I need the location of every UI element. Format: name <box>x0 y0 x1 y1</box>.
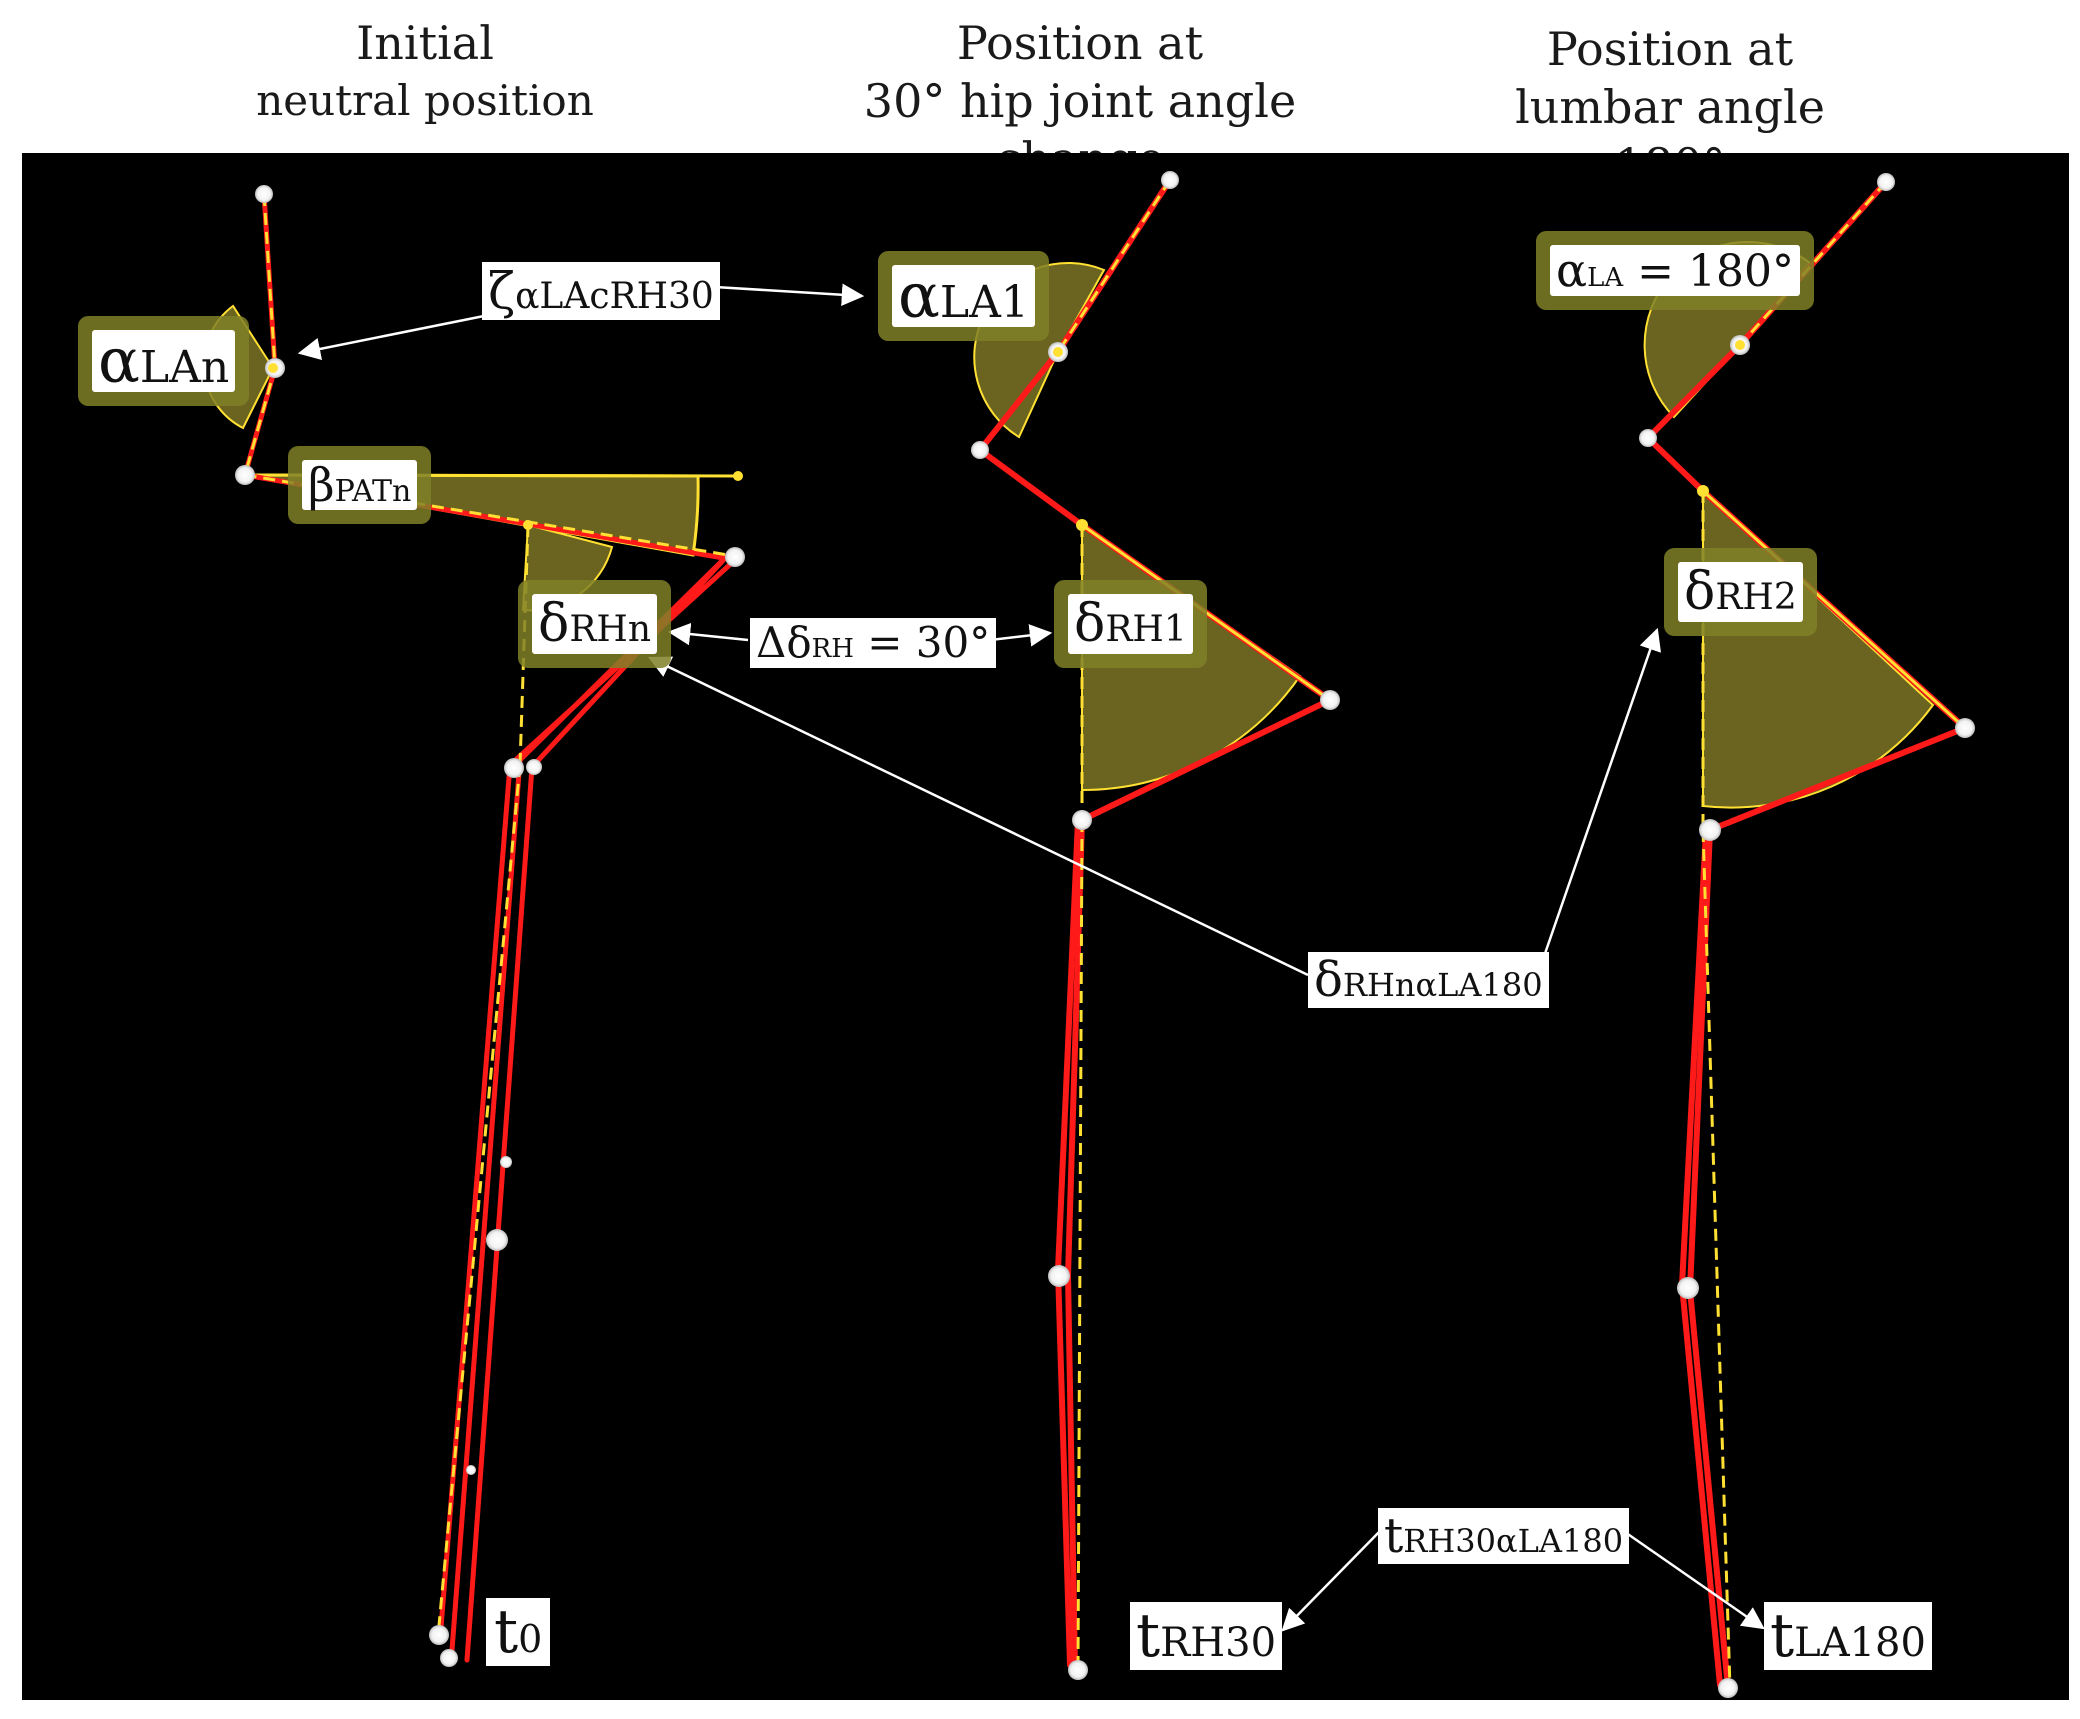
arrow-rhna-to-rh2 <box>1538 627 1662 969</box>
arrow-rhna-to-rhn <box>647 656 1309 977</box>
label-t0: t0 <box>486 1597 551 1667</box>
label-delta-change: ΔδRH = 30° <box>750 618 997 668</box>
delta-rh1-subscript: RH1 <box>1105 609 1187 650</box>
t0-symbol: t <box>494 1597 519 1667</box>
alpha-lan-symbol: α <box>98 324 140 397</box>
delta-rh1-symbol: δ <box>1074 594 1106 654</box>
label-delta-rhn: δRHn <box>532 594 657 654</box>
label-alpha-la1: αLA1 <box>892 265 1035 327</box>
arrow-t-to-tla180 <box>1621 1528 1765 1630</box>
title-initial-line2: neutral position <box>256 76 594 125</box>
label-beta-patn: βPATn <box>302 458 418 512</box>
tla180-subscript: LA180 <box>1794 1620 1926 1666</box>
joints-initial <box>235 185 745 1667</box>
figure-initial <box>202 185 745 1667</box>
alpha-la1-symbol: α <box>898 259 940 332</box>
delta-change-symbol: Δδ <box>756 618 812 667</box>
delta-rh2-subscript: RH2 <box>1715 577 1797 618</box>
label-delta-rh2: δRH2 <box>1678 562 1803 622</box>
zeta-subscript: αLAcRH30 <box>515 276 714 317</box>
delta-rhn-symbol: δ <box>538 594 570 654</box>
label-trh30-ala180: tRH30αLA180 <box>1378 1508 1630 1564</box>
delta-rhna-symbol: δ <box>1314 952 1343 1008</box>
label-tla180: tLA180 <box>1764 1602 1932 1670</box>
skeleton-initial <box>241 191 738 1663</box>
thigh-reference-line <box>1081 523 1331 702</box>
delta-change-subscript: RH <box>811 634 854 664</box>
thigh-reference-line-2 <box>1701 489 1967 730</box>
zeta-symbol: ζ <box>488 262 516 320</box>
arrow-zeta-to-alpha-lan <box>297 314 485 361</box>
title-hip-change-line1: Position at <box>956 16 1204 70</box>
delta-rhn-subscript: RHn <box>569 609 651 650</box>
beta-symbol: β <box>308 458 335 512</box>
label-zeta: ζαLAcRH30 <box>482 262 720 320</box>
alpha-la-value: = 180° <box>1623 246 1794 297</box>
delta-rhna-subscript: RHnαLA180 <box>1342 966 1543 1004</box>
tla180-symbol: t <box>1770 1601 1795 1671</box>
label-alpha-lan: αLAn <box>92 330 236 393</box>
figure-hip-change <box>971 171 1340 1680</box>
trh30-symbol: t <box>1136 1601 1161 1671</box>
label-delta-rhna-la180: δRHnαLA180 <box>1308 952 1549 1008</box>
label-trh30: tRH30 <box>1130 1601 1283 1671</box>
reference-initial <box>243 193 729 1637</box>
skeleton-lumbar-180 <box>1643 179 1971 1691</box>
t0-subscript: 0 <box>518 1617 543 1661</box>
trh30a-subscript: RH30αLA180 <box>1403 1522 1624 1560</box>
alpha-la1-subscript: LA1 <box>939 277 1029 328</box>
arrow-t-to-trh30 <box>1281 1527 1384 1632</box>
reference-lumbar-180 <box>1701 180 1888 1689</box>
joints-lumbar-180 <box>1639 173 1975 1698</box>
trh30a-symbol: t <box>1384 1508 1404 1564</box>
reference-hip-change <box>1056 179 1172 1669</box>
trh30-subscript: RH30 <box>1160 1620 1277 1666</box>
hip-angle-sector-lumbar-180 <box>1702 488 1935 809</box>
delta-rh2-symbol: δ <box>1684 562 1716 622</box>
arrow-delta-change-to-rhn <box>667 622 749 646</box>
alpha-la-subscript: LA <box>1587 263 1624 293</box>
arrow-zeta-to-alpha-la1 <box>714 283 865 306</box>
alpha-la-symbol: α <box>1556 243 1588 297</box>
alpha-lan-subscript: LAn <box>139 342 230 393</box>
joints-hip-change <box>971 171 1340 1680</box>
annotation-arrows <box>297 283 1765 1632</box>
delta-change-value: = 30° <box>853 618 991 667</box>
title-lumbar-180-line1: Position at <box>1546 22 1794 76</box>
figure-lumbar-180 <box>1639 173 1975 1698</box>
reference-endpoint <box>733 471 743 481</box>
title-initial-line1: Initial <box>356 16 494 70</box>
diagram-panel <box>22 153 2069 1700</box>
title-initial: Initial neutral position <box>255 14 595 130</box>
label-delta-rh1: δRH1 <box>1068 594 1193 654</box>
label-alpha-la-180: αLA = 180° <box>1550 245 1800 296</box>
beta-subscript: PATn <box>334 474 412 509</box>
